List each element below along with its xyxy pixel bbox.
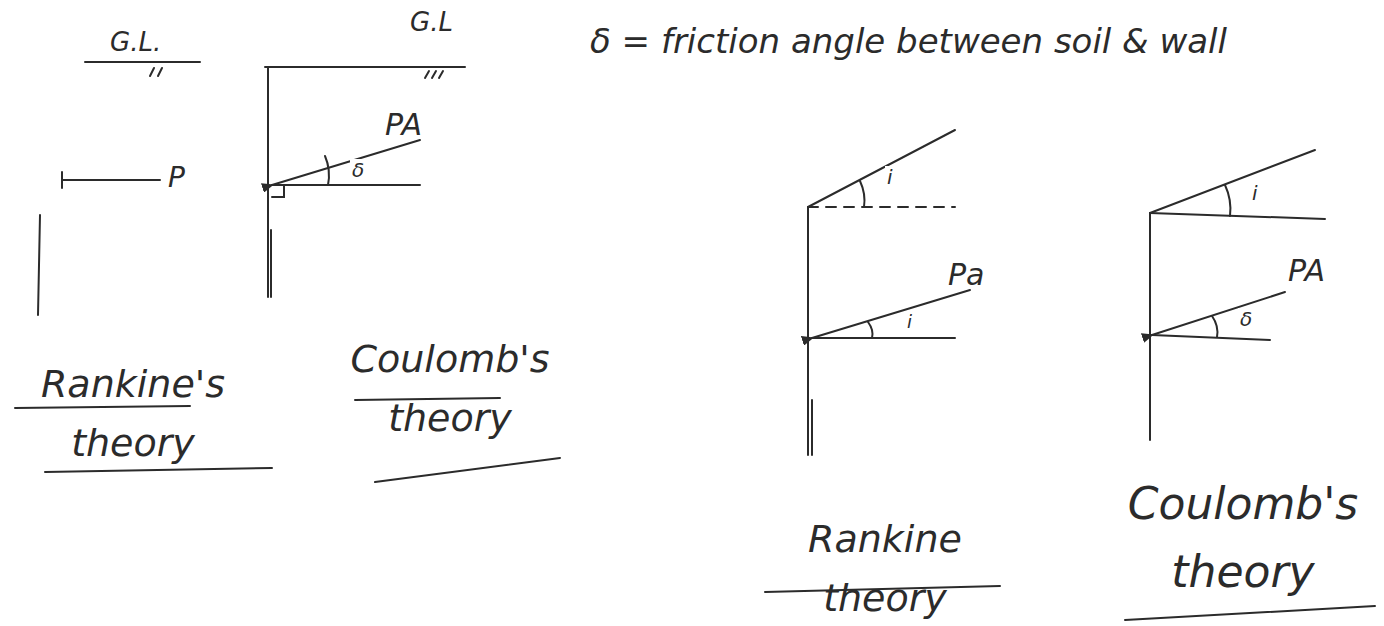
sloping-backfill: [1150, 150, 1315, 213]
annotation-label: i: [905, 312, 914, 333]
annotation-label: Pa: [948, 258, 984, 293]
horizontal-reference: [812, 337, 955, 339]
angle-arc: [1212, 316, 1217, 337]
annotation-label: i: [885, 166, 895, 189]
underline: [45, 468, 272, 472]
annotation-label: PA: [385, 108, 422, 143]
wall-line: [807, 207, 809, 455]
caption-label: Coulomb's theory: [330, 330, 570, 448]
annotation-label: δ = friction angle between soil & wall: [590, 22, 1227, 61]
underline: [15, 406, 190, 408]
underline: [375, 458, 560, 482]
sloping-backfill: [808, 130, 955, 207]
force-arrow: [812, 290, 970, 338]
annotation-label: PA: [1288, 254, 1325, 289]
underline: [1125, 606, 1375, 620]
wall-line: [267, 67, 269, 297]
angle-arc: [325, 156, 329, 185]
wall-line: [811, 400, 813, 455]
annotation-label: G.L: [410, 8, 453, 38]
wall-line: [1149, 213, 1151, 440]
ground-line: [265, 66, 465, 68]
pressure-line: [62, 179, 160, 181]
wall-line: [38, 215, 40, 315]
annotation-label: P: [168, 162, 185, 194]
angle-arc: [868, 322, 873, 338]
caption-label: Rankine's theory: [8, 355, 258, 473]
horizontal-reference: [1150, 213, 1325, 219]
caption-label: Rankine theory: [745, 510, 1025, 626]
horizontal-reference: [808, 206, 955, 208]
ground-line: [85, 61, 200, 63]
wall-line: [270, 230, 272, 297]
right-angle-mark: [272, 185, 284, 197]
force-arrow: [1152, 292, 1285, 335]
ground-hatch: [150, 68, 162, 76]
ground-hatch: [425, 71, 443, 78]
force-arrow: [272, 140, 420, 185]
angle-arc: [860, 181, 865, 207]
annotation-label: G.L.: [110, 28, 161, 58]
annotation-label: δ: [350, 159, 366, 182]
horizontal-reference: [272, 184, 420, 186]
annotation-label: i: [1250, 182, 1260, 205]
caption-label: Coulomb's theory: [1108, 470, 1378, 606]
annotation-label: δ: [1238, 308, 1254, 331]
horizontal-reference: [1152, 335, 1270, 340]
angle-arc: [1225, 185, 1230, 216]
